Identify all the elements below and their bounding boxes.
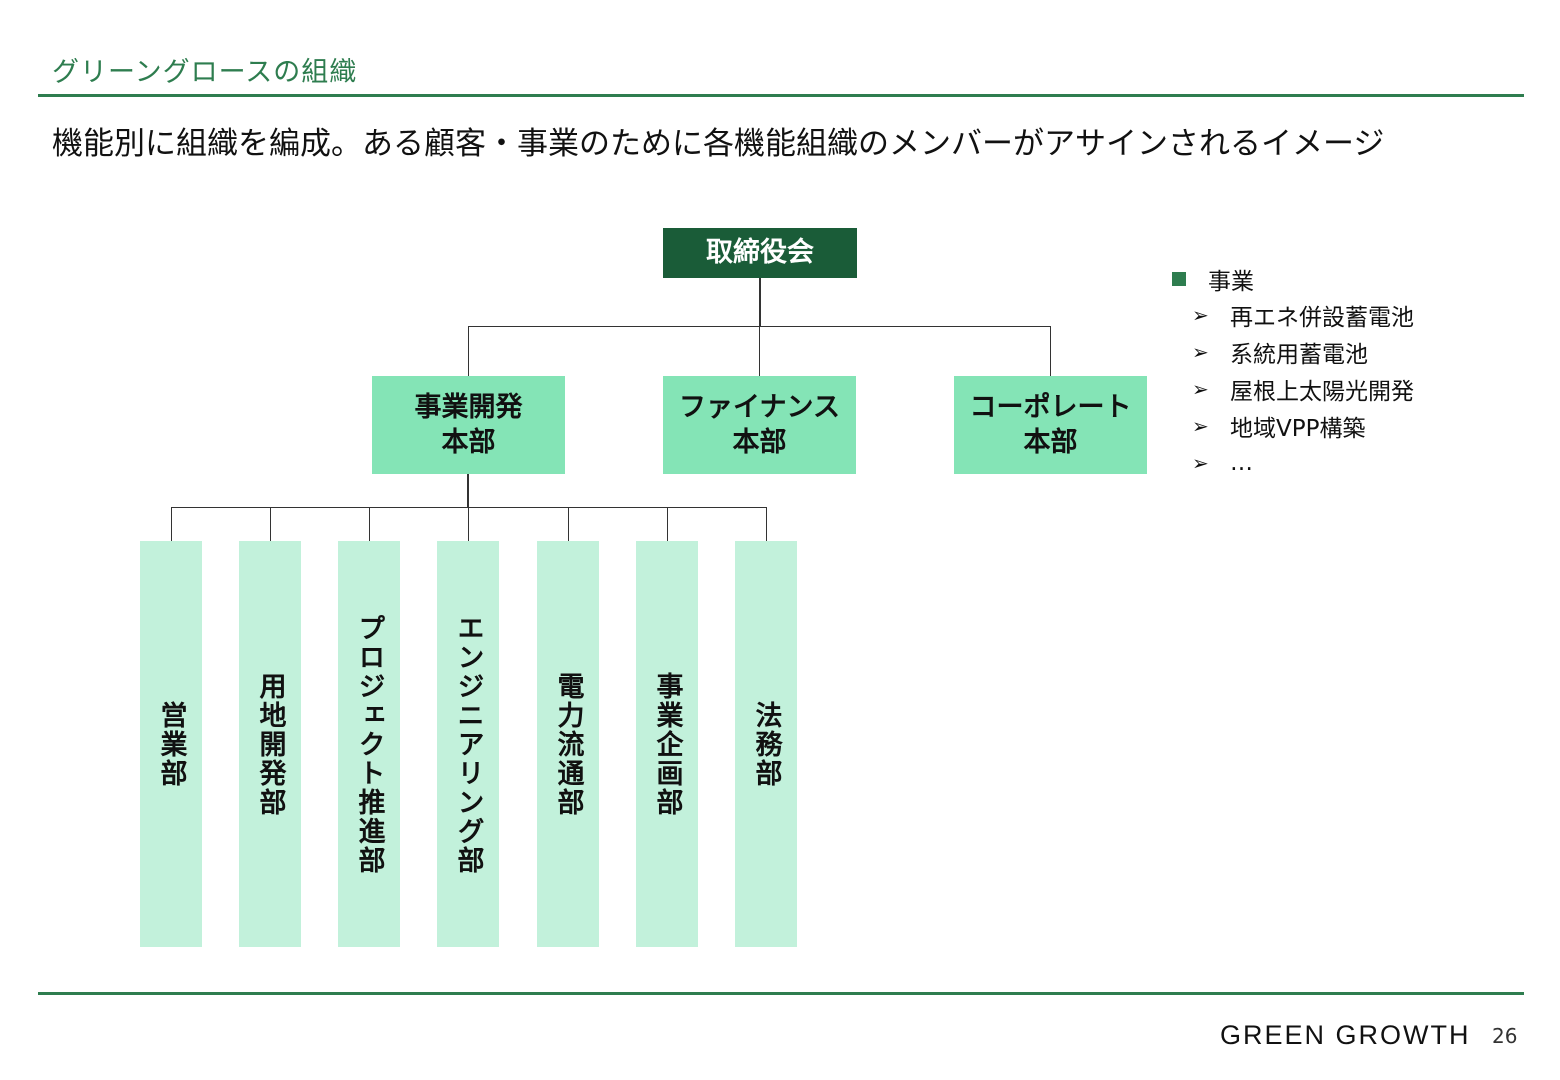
page-title: グリーングロースの組織: [52, 57, 358, 88]
dept-node-sales: 営業部: [140, 541, 202, 947]
legend-heading: 事業: [1208, 269, 1254, 295]
list-item: ➢ 屋根上太陽光開発: [1192, 370, 1414, 407]
connector-dept1-drop: [171, 507, 172, 541]
business-legend: 事業 ➢ 再エネ併設蓄電池 ➢ 系統用蓄電池 ➢ 屋根上太陽光開発 ➢ 地域VP…: [1172, 262, 1414, 481]
arrow-bullet-icon: ➢: [1192, 339, 1209, 364]
company-logo: GREEN GROWTH: [1220, 1020, 1471, 1050]
connector-dept5-drop: [568, 507, 569, 541]
legend-item-label: 系統用蓄電池: [1230, 341, 1368, 368]
square-bullet-icon: [1172, 272, 1186, 286]
board-node: 取締役会: [663, 228, 857, 278]
dept-node-project-promotion: プロジェクト推進部: [338, 541, 400, 947]
list-item: ➢ 地域VPP構築: [1192, 407, 1414, 444]
hq-node-finance: ファイナンス 本部: [663, 376, 856, 474]
hq-node-business-development: 事業開発 本部: [372, 376, 565, 474]
hq-label-line1: コーポレート: [969, 391, 1132, 423]
connector-hq1-drop: [468, 326, 469, 376]
legend-list: ➢ 再エネ併設蓄電池 ➢ 系統用蓄電池 ➢ 屋根上太陽光開発 ➢ 地域VPP構築…: [1172, 296, 1414, 481]
board-label: 取締役会: [706, 237, 814, 269]
dept-label: 事業企画部: [651, 671, 683, 817]
dept-label: 電力流通部: [552, 671, 584, 817]
legend-item-label: 再エネ併設蓄電池: [1230, 304, 1414, 331]
connector-hq2-drop: [759, 326, 760, 376]
page-subtitle: 機能別に組織を編成。ある顧客・事業のために各機能組織のメンバーがアサインされるイ…: [52, 126, 1385, 162]
connector-dept6-drop: [667, 507, 668, 541]
dept-label: 営業部: [155, 700, 187, 788]
legend-item-label: 屋根上太陽光開発: [1230, 378, 1414, 405]
hq-label-line2: 本部: [1023, 427, 1078, 458]
hq-label-line1: ファイナンス: [679, 391, 840, 423]
footer-divider: [38, 992, 1524, 995]
dept-node-legal: 法務部: [735, 541, 797, 947]
arrow-bullet-icon: ➢: [1192, 376, 1209, 401]
dept-node-land-development: 用地開発部: [239, 541, 301, 947]
dept-label: エンジニアリング部: [452, 613, 484, 875]
connector-dept4-drop: [468, 507, 469, 541]
arrow-bullet-icon: ➢: [1192, 413, 1209, 438]
connector-board-down: [759, 278, 761, 327]
dept-label: 法務部: [750, 700, 782, 788]
legend-item-label: …: [1230, 449, 1253, 476]
dept-label: プロジェクト推進部: [353, 613, 385, 875]
dept-node-business-planning: 事業企画部: [636, 541, 698, 947]
list-item: ➢ …: [1192, 444, 1414, 481]
dept-node-engineering: エンジニアリング部: [437, 541, 499, 947]
connector-hq3-drop: [1050, 326, 1051, 376]
connector-dept-bar: [171, 507, 767, 508]
legend-item-label: 地域VPP構築: [1230, 415, 1366, 442]
list-item: ➢ 再エネ併設蓄電池: [1192, 296, 1414, 333]
connector-dept7-drop: [766, 507, 767, 541]
hq-label-line2: 本部: [441, 427, 496, 458]
header-divider: [38, 94, 1524, 97]
dept-label: 用地開発部: [254, 671, 286, 817]
list-item: ➢ 系統用蓄電池: [1192, 333, 1414, 370]
hq-label-line1: 事業開発: [414, 391, 523, 423]
page-number: 26: [1492, 1024, 1518, 1048]
connector-hq1-down: [467, 474, 469, 508]
arrow-bullet-icon: ➢: [1192, 302, 1209, 327]
connector-dept2-drop: [270, 507, 271, 541]
connector-dept3-drop: [369, 507, 370, 541]
arrow-bullet-icon: ➢: [1192, 450, 1209, 475]
hq-label-line2: 本部: [732, 427, 787, 458]
dept-node-power-distribution: 電力流通部: [537, 541, 599, 947]
hq-node-corporate: コーポレート 本部: [954, 376, 1147, 474]
legend-heading-row: 事業: [1172, 262, 1414, 296]
